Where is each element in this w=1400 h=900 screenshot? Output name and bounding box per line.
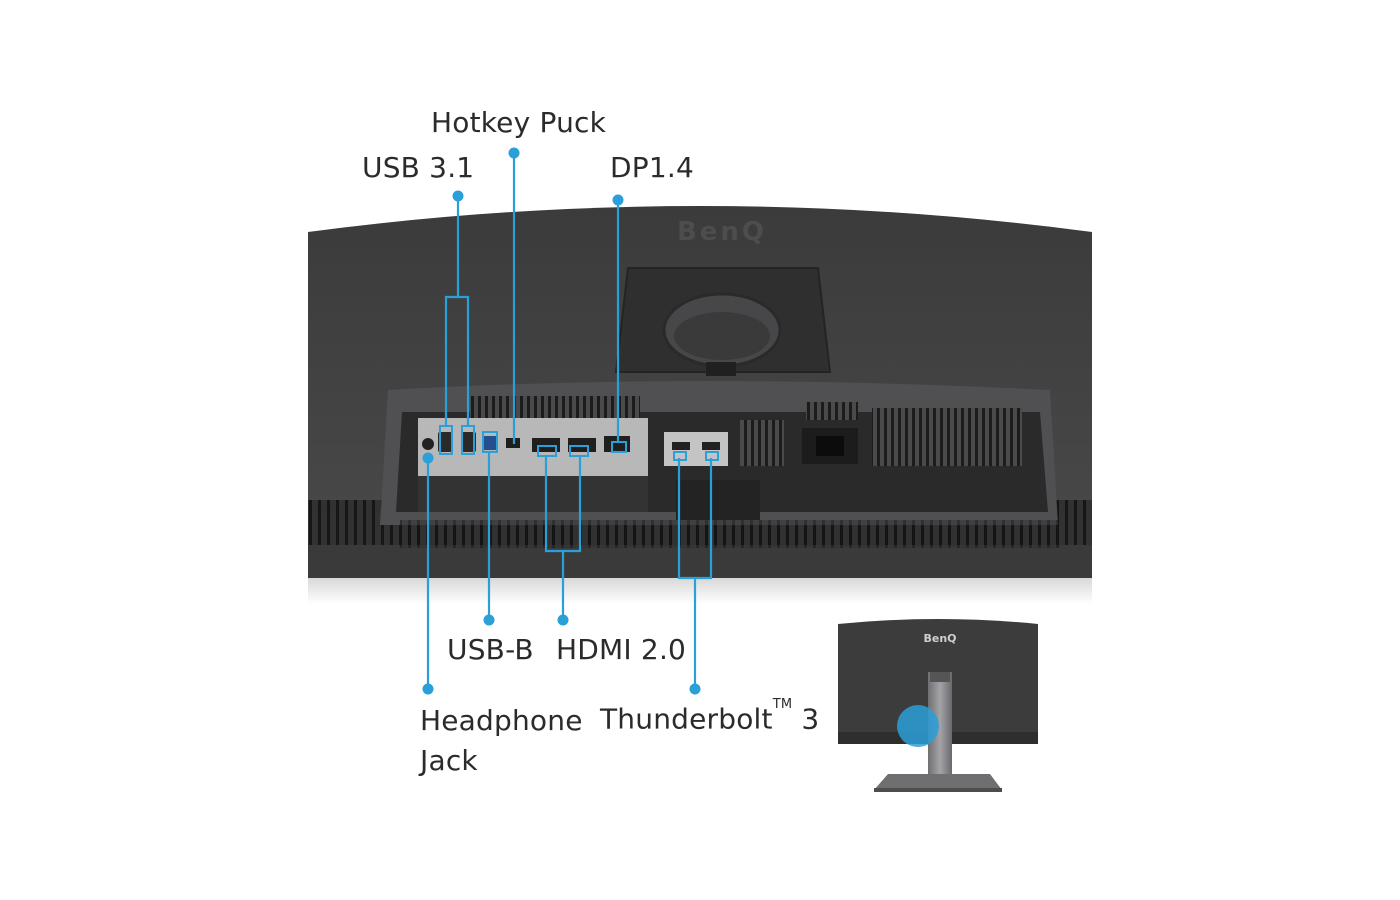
- hotkey-puck-label: Hotkey Puck: [431, 106, 607, 139]
- dp14-label: DP1.4: [610, 151, 694, 184]
- trademark-mark: TM: [772, 697, 793, 712]
- brand-logo: BenQ: [677, 217, 767, 247]
- callout-lines: [426, 153, 713, 689]
- callout-dot-icon: [508, 147, 520, 159]
- thunderbolt-label: ThunderboltTM 3: [600, 695, 819, 739]
- inset-brand-logo: BenQ: [923, 632, 956, 645]
- thunderbolt-name: Thunderbolt: [600, 702, 773, 736]
- thunderbolt-version: 3: [801, 702, 820, 736]
- highlight-circle-icon: [897, 705, 939, 747]
- callout-dots: [422, 147, 701, 695]
- usb31-label: USB 3.1: [362, 151, 475, 184]
- callout-dot-icon: [483, 614, 495, 626]
- callout-dot-icon: [422, 452, 434, 464]
- callout-dot-icon: [557, 614, 569, 626]
- callout-dot-icon: [612, 194, 624, 206]
- usb31-bracket: [444, 295, 470, 426]
- usbb-label: USB-B: [447, 633, 534, 666]
- hdmi20-label: HDMI 2.0: [556, 633, 687, 666]
- headphone-label-line2: Jack: [420, 744, 478, 777]
- inset-monitor: BenQ: [838, 619, 1038, 792]
- callout-dot-icon: [422, 683, 434, 695]
- headphone-label-line1: Headphone: [420, 704, 583, 737]
- monitor-back: [308, 206, 1092, 604]
- callout-dot-icon: [452, 190, 464, 202]
- callout-dot-icon: [689, 683, 701, 695]
- callout-ports: [439, 425, 719, 461]
